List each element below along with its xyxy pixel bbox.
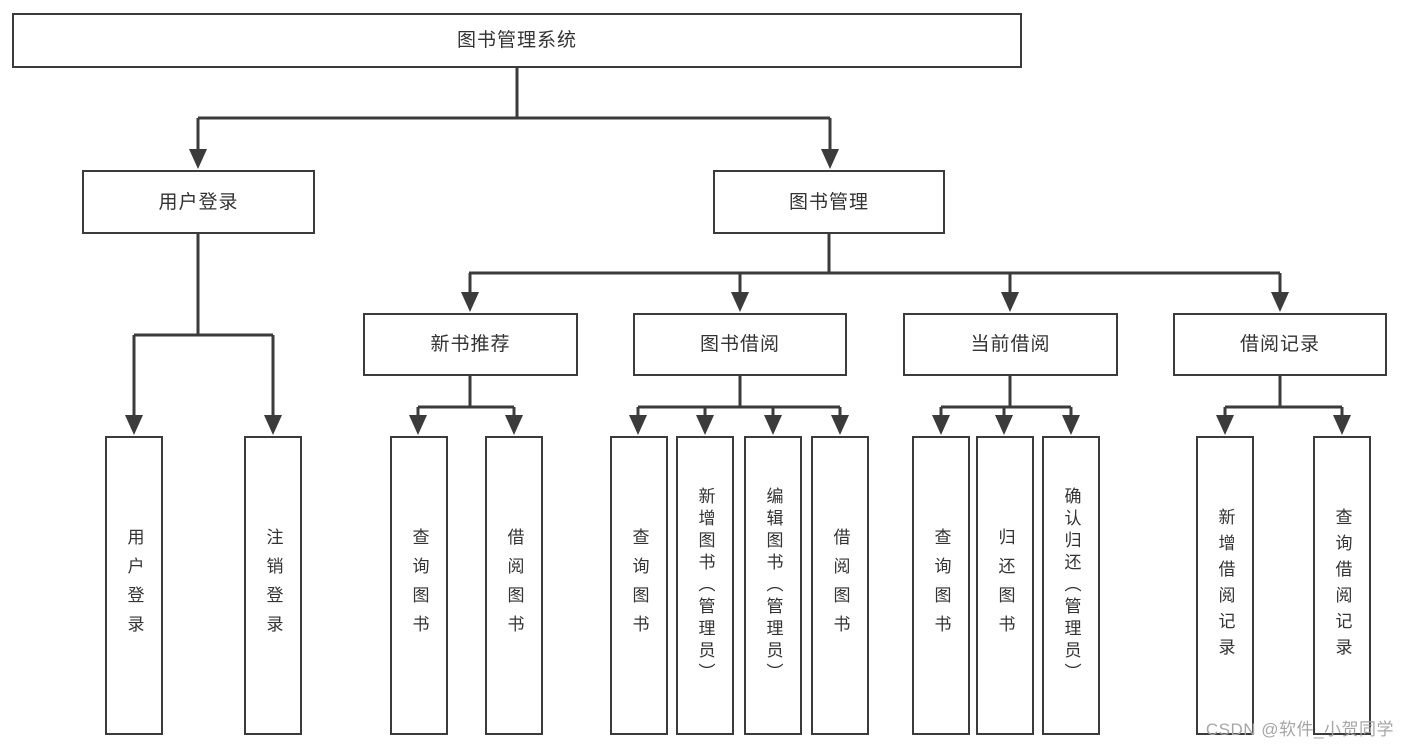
- leaf-label: 查询图书: [931, 527, 951, 644]
- leaf-label: 查询图书: [409, 527, 429, 644]
- node-book-borrowing: 图书借阅: [633, 313, 847, 376]
- node-library-management-system: 图书管理系统: [12, 13, 1022, 68]
- leaf-query-books-recommend: 查询图书: [390, 436, 448, 735]
- leaf-user-login: 用户登录: [105, 436, 163, 735]
- leaf-label: 查询借阅记录: [1332, 507, 1352, 664]
- leaf-borrow-books: 借阅图书: [811, 436, 869, 735]
- leaf-label: 注销登录: [263, 527, 283, 644]
- leaf-borrow-books-recommend: 借阅图书: [485, 436, 543, 735]
- leaf-label: 用户登录: [124, 527, 144, 644]
- leaf-logout: 注销登录: [244, 436, 302, 735]
- leaf-query-borrow-record: 查询借阅记录: [1313, 436, 1371, 735]
- node-label: 图书借阅: [699, 334, 780, 355]
- leaf-edit-books-admin: 编辑图书（管理员）: [744, 436, 802, 735]
- node-book-management: 图书管理: [713, 170, 945, 234]
- leaf-label: 借阅图书: [830, 527, 850, 644]
- leaf-confirm-return-admin: 确认归还（管理员）: [1042, 436, 1100, 735]
- node-current-borrowing: 当前借阅: [903, 313, 1118, 376]
- leaf-label: 查询图书: [629, 527, 649, 644]
- leaf-return-books: 归还图书: [976, 436, 1034, 735]
- leaf-label: 归还图书: [995, 527, 1015, 644]
- leaf-label: 编辑图书（管理员）: [763, 486, 783, 685]
- leaf-label: 新增图书（管理员）: [695, 486, 715, 685]
- node-new-book-recommendation: 新书推荐: [363, 313, 578, 376]
- csdn-watermark: CSDN @软件_小贺同学: [1205, 720, 1394, 739]
- node-label: 新书推荐: [430, 334, 511, 355]
- node-label: 用户登录: [158, 191, 239, 213]
- leaf-label: 借阅图书: [504, 527, 524, 644]
- node-label: 图书管理系统: [456, 30, 577, 51]
- leaf-query-books-current: 查询图书: [912, 436, 970, 735]
- node-label: 借阅记录: [1239, 334, 1320, 355]
- leaf-add-books-admin: 新增图书（管理员）: [676, 436, 734, 735]
- node-borrowing-records: 借阅记录: [1173, 313, 1387, 376]
- node-label: 当前借阅: [970, 334, 1051, 355]
- leaf-label: 新增借阅记录: [1215, 507, 1235, 664]
- leaf-add-borrow-record: 新增借阅记录: [1196, 436, 1254, 735]
- node-user-login: 用户登录: [82, 170, 315, 234]
- leaf-query-books-borrowing: 查询图书: [610, 436, 668, 735]
- node-label: 图书管理: [788, 191, 869, 213]
- leaf-label: 确认归还（管理员）: [1061, 486, 1081, 685]
